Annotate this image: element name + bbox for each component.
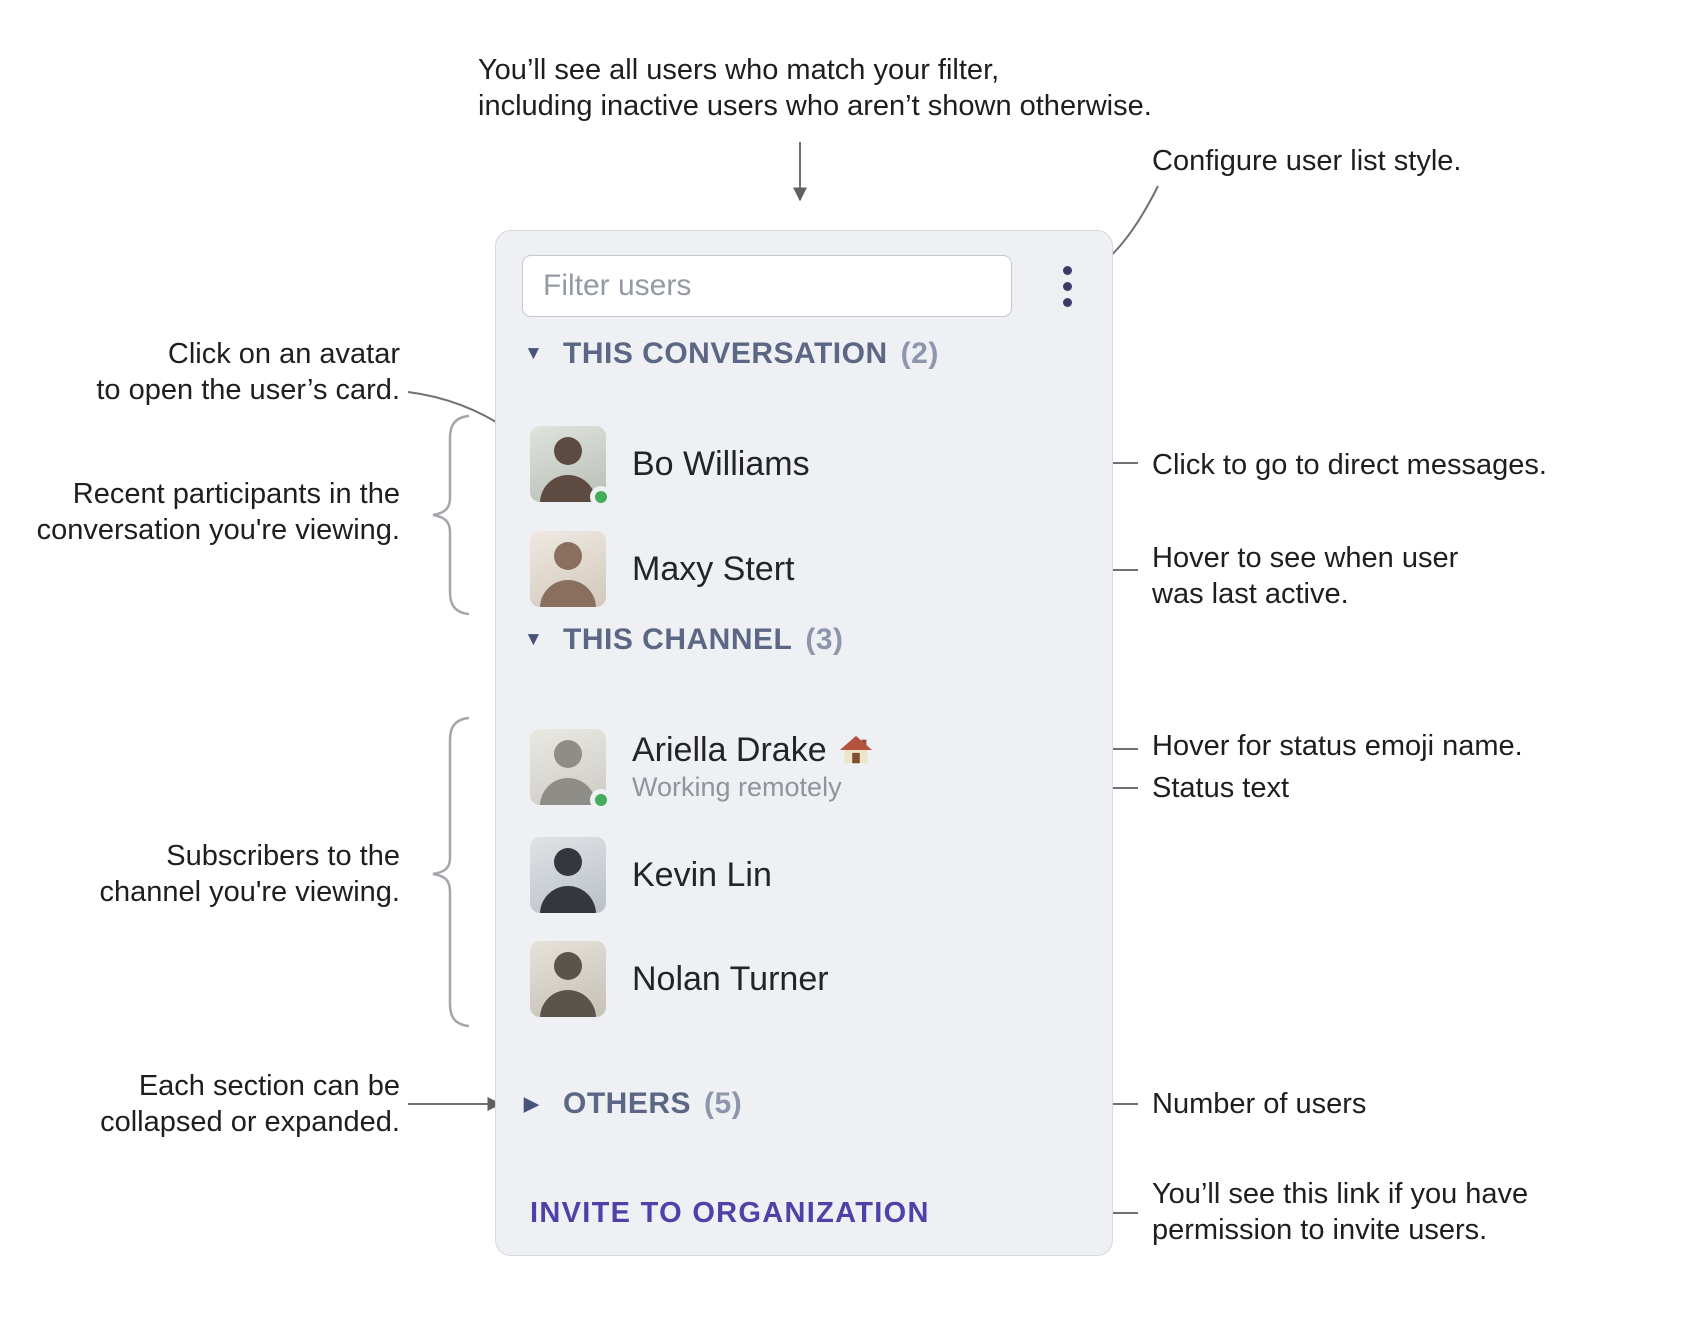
presence-dot-online (590, 486, 612, 508)
user-row-maxy-stert[interactable]: Maxy Stert (530, 531, 794, 607)
avatar-kevin-lin[interactable] (530, 837, 606, 913)
brace-participants (432, 414, 470, 616)
annotation-collapse-note: Each section can be collapsed or expande… (100, 1070, 400, 1138)
user-status-text: Working remotely (632, 772, 842, 802)
section-header-others[interactable]: ▶ OTHERS (5) (524, 1087, 742, 1121)
avatar-photo (530, 729, 606, 805)
user-row-ariella-drake[interactable]: Ariella Drake Working remotely (530, 729, 873, 811)
section-header-this-channel[interactable]: ▼ THIS CHANNEL (3) (524, 623, 844, 657)
chevron-down-icon: ▼ (524, 629, 544, 650)
brace-subscribers (432, 716, 470, 1028)
section-label: THIS CONVERSATION (563, 337, 888, 370)
avatar-photo (530, 941, 606, 1017)
annotation-dm-note: Click to go to direct messages. (1152, 449, 1547, 481)
kebab-menu-icon (1062, 265, 1072, 307)
user-name[interactable]: Ariella Drake (632, 731, 827, 769)
avatar-bo-williams[interactable] (530, 426, 612, 508)
annotation-avatar-note: Click on an avatar to open the user’s ca… (96, 338, 400, 406)
section-label: THIS CHANNEL (563, 623, 793, 656)
section-count: (2) (900, 337, 939, 370)
user-name[interactable]: Nolan Turner (632, 959, 829, 998)
avatar-photo (530, 531, 606, 607)
user-row-kevin-lin[interactable]: Kevin Lin (530, 837, 772, 913)
user-name[interactable]: Bo Williams (632, 444, 810, 483)
user-list-style-menu-button[interactable] (1044, 257, 1090, 315)
annotation-status-emoji-note: Hover for status emoji name. (1152, 730, 1523, 762)
annotation-participants-note: Recent participants in the conversation … (36, 478, 400, 546)
annotation-last-active-note: Hover to see when user was last active. (1152, 542, 1459, 610)
chevron-right-icon: ▶ (524, 1093, 540, 1115)
user-row-nolan-turner[interactable]: Nolan Turner (530, 941, 829, 1017)
avatar-ariella-drake[interactable] (530, 729, 612, 811)
avatar-photo (530, 837, 606, 913)
section-header-this-conversation[interactable]: ▼ THIS CONVERSATION (2) (524, 337, 939, 371)
house-emoji-icon (839, 735, 872, 763)
avatar-nolan-turner[interactable] (530, 941, 606, 1017)
avatar-maxy-stert[interactable] (530, 531, 606, 607)
annotation-configure-note: Configure user list style. (1152, 145, 1462, 177)
annotation-status-text-note: Status text (1152, 772, 1290, 804)
filter-users-input[interactable] (522, 255, 1012, 317)
annotation-user-count-note: Number of users (1152, 1088, 1367, 1120)
user-row-bo-williams[interactable]: Bo Williams (530, 426, 810, 508)
annotation-invite-note: You’ll see this link if you have permiss… (1152, 1178, 1529, 1246)
annotation-filter-note: You’ll see all users who match your filt… (478, 54, 1152, 122)
section-label: OTHERS (563, 1087, 692, 1120)
user-list-panel: ▼ THIS CONVERSATION (2) Bo Williams Maxy… (495, 230, 1113, 1256)
chevron-down-icon: ▼ (524, 343, 544, 364)
annotation-subscribers-note: Subscribers to the channel you're viewin… (99, 840, 400, 908)
user-name[interactable]: Maxy Stert (632, 549, 795, 588)
invite-to-organization-link[interactable]: INVITE TO ORGANIZATION (530, 1197, 930, 1229)
section-count: (3) (805, 623, 844, 656)
user-name[interactable]: Kevin Lin (632, 855, 772, 894)
section-count: (5) (704, 1087, 743, 1120)
presence-dot-online (590, 789, 612, 811)
